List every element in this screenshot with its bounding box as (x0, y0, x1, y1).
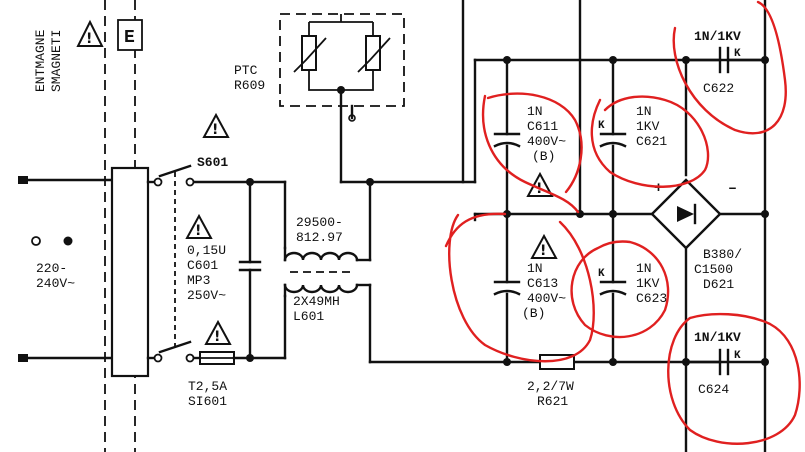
switch-ref-label: S601 (197, 155, 228, 170)
c611-ref: C611 (527, 119, 558, 134)
degauss-label-2: SMAGNETI (49, 30, 64, 92)
warning-icon: ! (202, 112, 230, 138)
mains-voltage-label-2: 240V~ (36, 276, 75, 291)
e-box-label: E (124, 28, 135, 48)
c621-ref: C621 (636, 134, 667, 149)
c601-ref: C601 (187, 258, 218, 273)
choke-ref: L601 (293, 309, 324, 324)
warning-icon: ! (530, 233, 558, 259)
c622-k-mark: K (734, 48, 741, 60)
capacitor-c611 (493, 58, 521, 216)
capacitor-c613 (493, 212, 521, 364)
mains-plug-pin-hollow (31, 236, 41, 246)
junction (761, 358, 769, 366)
choke-winding-bottom (283, 283, 359, 294)
c623-ref: C623 (636, 291, 667, 306)
capacitor-c621 (599, 58, 627, 216)
svg-text:!: ! (86, 31, 92, 47)
c613-value: 1N (527, 261, 543, 276)
ptc-thermistor-right (357, 22, 391, 80)
c611-voltage: 400V~ (527, 134, 566, 149)
c611-class: (B) (532, 149, 555, 164)
c611-value: 1N (527, 104, 543, 119)
connector-block (110, 166, 150, 378)
capacitor-c601 (238, 180, 262, 360)
mains-switch (146, 164, 195, 363)
c621-voltage: 1KV (636, 119, 660, 134)
svg-text:!: ! (195, 223, 201, 239)
annotation-circle-c622 (672, 0, 787, 135)
annotation-circle-c613 (444, 212, 595, 363)
r621-value: 2,2/7W (527, 379, 574, 394)
fuse-value: T2,5A (188, 379, 227, 394)
choke-value-1: 29500- (296, 215, 343, 230)
bridge-ref: D621 (703, 277, 734, 292)
capacitor-c624 (684, 348, 730, 376)
c621-k-mark: K (598, 120, 605, 132)
mains-voltage-label-1: 220- (36, 261, 67, 276)
c624-k-mark: K (734, 350, 741, 362)
ptc-name: PTC (234, 63, 258, 78)
bridge-value-1: B380/ (703, 247, 742, 262)
choke-winding-top (283, 251, 359, 262)
c601-value: 0,15U (187, 243, 226, 258)
annotation-circle-c611 (481, 92, 583, 214)
junction (246, 354, 254, 362)
ptc-ref: R609 (234, 78, 265, 93)
c613-voltage: 400V~ (527, 291, 566, 306)
mains-plug-pin-solid (63, 236, 73, 246)
junction (761, 210, 769, 218)
c623-voltage: 1KV (636, 276, 660, 291)
ptc-thermistor-left (293, 22, 327, 80)
c613-ref: C613 (527, 276, 558, 291)
c601-type: MP3 (187, 273, 210, 288)
capacitor-c622 (684, 46, 767, 74)
c601-voltage: 250V~ (187, 288, 226, 303)
svg-text:!: ! (540, 243, 546, 259)
choke-value-3: 2X49MH (293, 294, 340, 309)
warning-icon: ! (204, 319, 232, 345)
degauss-label-1: ENTMAGNE (33, 29, 48, 92)
bridge-plus: + (654, 180, 663, 197)
bridge-value-2: C1500 (694, 262, 733, 277)
mains-terminal-top (18, 176, 28, 184)
warning-icon: ! (185, 213, 213, 239)
svg-text:!: ! (212, 122, 218, 138)
c624-ref: C624 (698, 382, 729, 397)
c613-class: (B) (522, 306, 545, 321)
fuse-ref: SI601 (188, 394, 227, 409)
svg-text:!: ! (214, 329, 220, 345)
annotation-circle-c623 (570, 240, 670, 339)
c622-ref: C622 (703, 81, 734, 96)
c622-value: 1N/1KV (694, 29, 741, 44)
bridge-minus: – (728, 180, 737, 197)
junction (246, 178, 254, 186)
mains-terminal-bottom (18, 354, 28, 362)
c624-value: 1N/1KV (694, 330, 741, 345)
c623-value: 1N (636, 261, 652, 276)
annotation-circle-c621 (590, 95, 710, 188)
capacitor-c623 (599, 212, 627, 364)
e-box (117, 19, 143, 51)
r621-ref: R621 (537, 394, 568, 409)
warning-icon: ! (76, 19, 104, 47)
c621-value: 1N (636, 104, 652, 119)
ptc-lead-terminal (348, 114, 356, 122)
choke-value-2: 812.97 (296, 230, 343, 245)
c623-k-mark: K (598, 268, 605, 280)
annotation-circle-c624 (667, 312, 801, 445)
